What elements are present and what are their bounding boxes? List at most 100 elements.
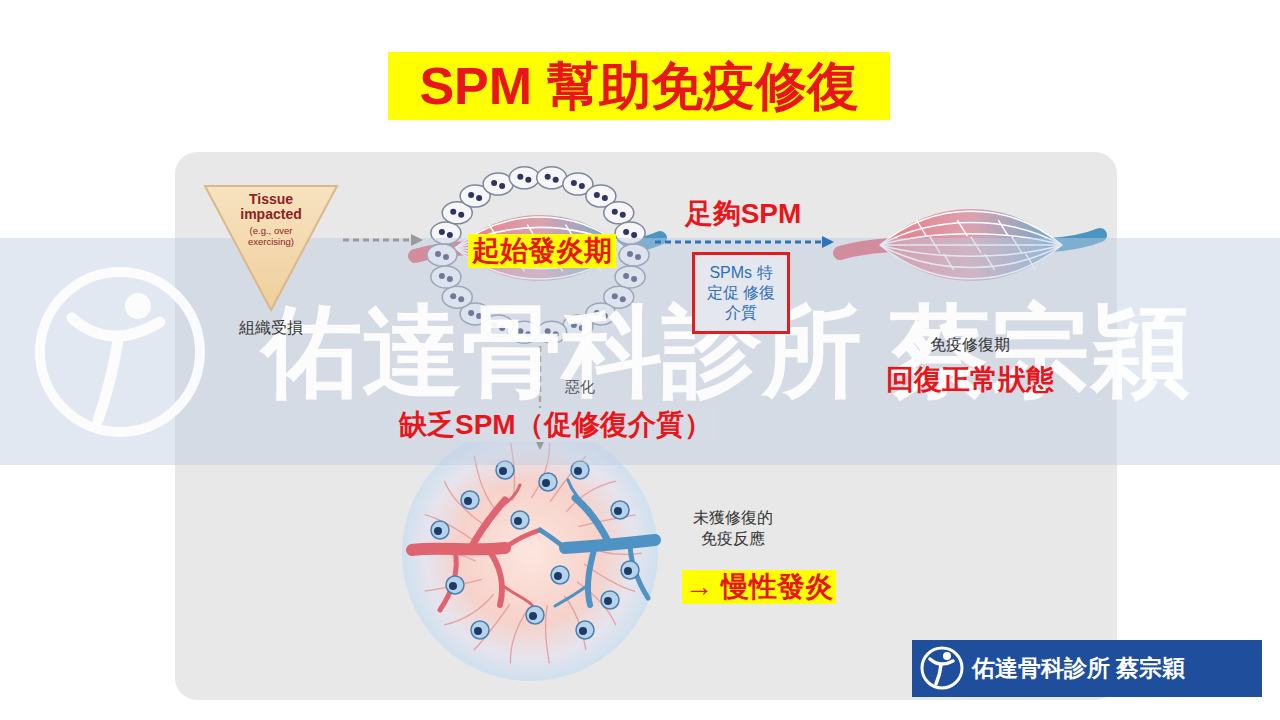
cell-body <box>431 521 449 539</box>
cell-nucleus <box>529 612 537 620</box>
immune-cell <box>551 566 569 584</box>
node-heading: Tissue impacted <box>236 192 306 222</box>
cell-nucleus <box>499 467 507 475</box>
cell-nucleus <box>624 567 632 575</box>
logo-body <box>98 340 118 420</box>
immune-cell <box>511 511 529 529</box>
artery-branch <box>488 549 502 605</box>
cell-nucleus <box>579 183 585 189</box>
cell-body <box>537 167 567 189</box>
tissue-triangle: Tissue impacted(e.g., over exercising)組織… <box>203 184 339 344</box>
cell-body <box>551 566 569 584</box>
cell-nucleus <box>631 232 637 238</box>
logo-glyph <box>922 648 962 688</box>
repaired-vessel-node: 免疫修復期回復正常狀態 <box>836 185 1104 400</box>
cell-nucleus <box>594 192 600 198</box>
cell-nucleus <box>514 517 522 525</box>
vein-branch <box>540 530 565 548</box>
logo-head <box>943 652 951 660</box>
artery-branch <box>505 530 540 548</box>
cell-body <box>539 473 557 491</box>
cell-nucleus <box>434 527 442 535</box>
cell-nucleus <box>602 195 608 201</box>
immune-cell <box>537 167 567 189</box>
cell-nucleus <box>623 229 629 235</box>
immune-cell <box>539 473 557 491</box>
cell-nucleus <box>620 212 626 218</box>
vein-branch <box>555 585 588 606</box>
immune-cell <box>601 591 619 609</box>
watermark-band <box>0 238 1280 465</box>
fiber <box>444 481 483 524</box>
edge-label: 足夠SPM <box>685 196 802 231</box>
cell-nucleus <box>554 572 562 580</box>
stage-label: 起始發炎期 <box>468 234 616 268</box>
immune-cell <box>576 621 594 639</box>
cell-nucleus <box>525 177 531 183</box>
cell-nucleus <box>468 192 474 198</box>
immune-cell <box>461 491 479 509</box>
vessel-mesh <box>916 220 926 236</box>
fiber <box>444 594 493 625</box>
logo-ring <box>922 648 962 688</box>
cell-nucleus <box>447 232 453 238</box>
cell-body <box>511 511 529 529</box>
immune-cell <box>431 521 449 539</box>
cell-nucleus <box>542 479 550 487</box>
stage-caption: 免疫修復期 <box>836 335 1104 355</box>
warning-label: 缺乏SPM（促修復介質） <box>395 408 716 442</box>
inflamed-vessel-node: 起始發炎期 <box>425 172 651 342</box>
cell-nucleus <box>449 582 457 590</box>
node-note: (e.g., over exercising) <box>238 225 304 247</box>
edge-label: 惡化 <box>565 377 595 396</box>
vein-branch <box>588 546 595 605</box>
logo-text: 佑達骨科診所 蔡宗穎 <box>972 654 1185 683</box>
cell-body <box>611 501 629 519</box>
title: SPM 幫助免疫修復 <box>388 52 890 120</box>
cell-nucleus <box>450 209 456 215</box>
immune-cell <box>509 167 539 189</box>
triangle-outline <box>205 186 337 310</box>
cell-body <box>509 167 539 189</box>
logo-icon <box>912 640 968 697</box>
cell-nucleus <box>579 627 587 635</box>
cell-nucleus <box>458 212 464 218</box>
cell-nucleus <box>571 180 577 186</box>
immune-cell <box>483 173 513 195</box>
cell-body <box>601 591 619 609</box>
immune-cell <box>471 621 489 639</box>
cell-body <box>446 576 464 594</box>
stage-result: → 慢性發炎 <box>682 570 836 604</box>
fiber <box>425 515 476 542</box>
cell-nucleus <box>476 195 482 201</box>
vein-branch <box>568 480 590 510</box>
cell-nucleus <box>553 177 559 183</box>
vessel-mesh <box>957 220 967 236</box>
chronic-node: 未獲修復的 免疫反應→ 慢性發炎 <box>400 452 660 677</box>
cell-body <box>483 173 513 195</box>
immune-cell <box>611 501 629 519</box>
logo-arms <box>72 318 160 336</box>
spm-box: SPMs 特定促 修復介質 <box>692 252 790 334</box>
cell-nucleus <box>517 174 523 180</box>
cell-nucleus <box>491 180 497 186</box>
stage-caption: 未獲修復的 免疫反應 <box>685 507 781 549</box>
box-text: SPMs 特定促 修復介質 <box>703 263 779 323</box>
logo-box: 佑達骨科診所 蔡宗穎 <box>912 640 1262 697</box>
cell-body <box>604 202 634 224</box>
immune-cell <box>621 561 639 579</box>
vessel-mesh <box>998 220 1008 236</box>
cell-body <box>621 561 639 579</box>
logo-ring <box>40 272 200 432</box>
cell-nucleus <box>574 467 582 475</box>
immune-cell <box>446 576 464 594</box>
cell-nucleus <box>604 597 612 605</box>
cell-body <box>526 606 544 624</box>
cell-nucleus <box>499 183 505 189</box>
cell-nucleus <box>545 174 551 180</box>
cell-body <box>576 621 594 639</box>
cell-nucleus <box>474 627 482 635</box>
logo-body <box>936 665 941 684</box>
